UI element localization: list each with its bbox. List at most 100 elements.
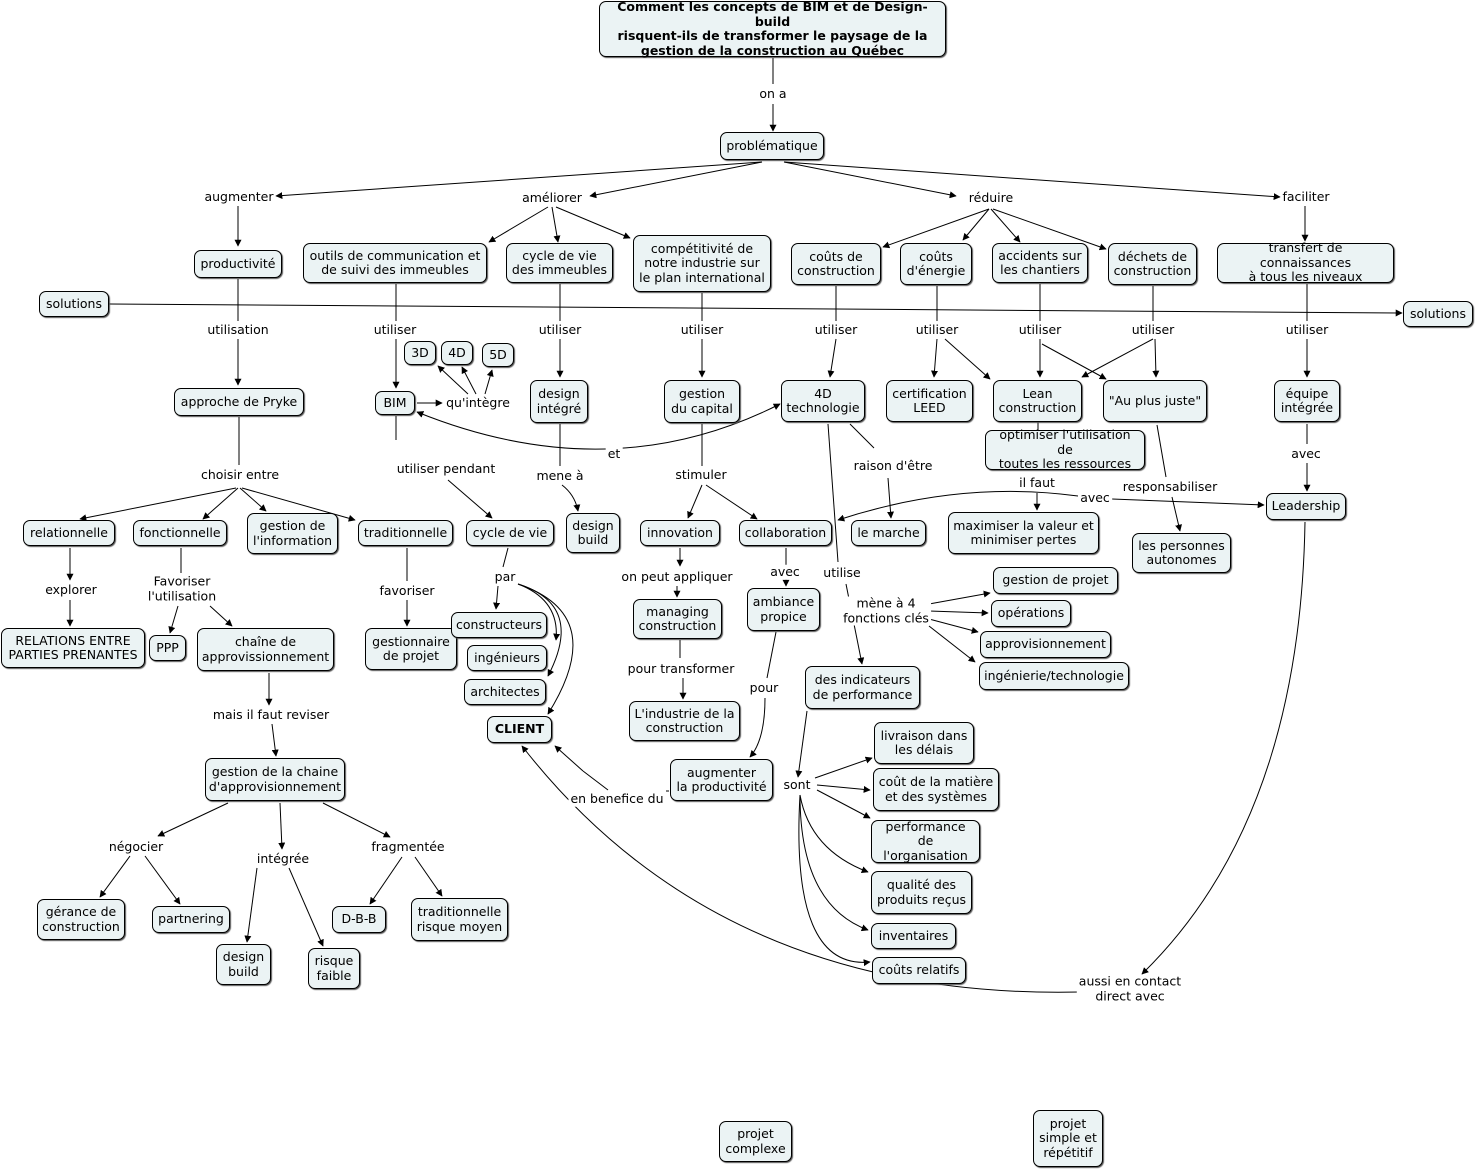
architectes-node[interactable]: architectes bbox=[464, 679, 546, 705]
connector-44 bbox=[202, 487, 239, 520]
risque-faible-node[interactable]: risque faible bbox=[308, 948, 360, 989]
leed-node[interactable]: certification LEED bbox=[886, 380, 973, 422]
augmenter-productivite-node[interactable]: augmenter la productivité bbox=[670, 759, 773, 801]
connector-40 bbox=[484, 369, 494, 395]
connector-13 bbox=[992, 208, 1107, 251]
label-et: et bbox=[605, 445, 623, 462]
connector-63 bbox=[1171, 496, 1182, 532]
chaine-node[interactable]: chaîne de approvissionnement bbox=[197, 628, 334, 671]
connector-100 bbox=[928, 609, 989, 617]
design-build-1-node[interactable]: design build bbox=[566, 513, 620, 553]
connector-34 bbox=[1152, 338, 1160, 378]
connector-48 bbox=[447, 479, 493, 519]
productivite-node[interactable]: productivité bbox=[194, 250, 282, 278]
operations-node[interactable]: opérations bbox=[991, 600, 1071, 627]
fonctionnelle-node[interactable]: fonctionnelle bbox=[133, 520, 227, 546]
design-build-2-node[interactable]: design build bbox=[216, 944, 271, 985]
label-utiliser-cycle: utiliser bbox=[536, 321, 584, 338]
relationnelle-node[interactable]: relationnelle bbox=[23, 520, 115, 546]
collaboration-node[interactable]: collaboration bbox=[739, 520, 832, 546]
client-node[interactable]: CLIENT bbox=[487, 716, 552, 743]
problematique-node[interactable]: problématique bbox=[720, 132, 824, 160]
solutions-left-node[interactable]: solutions bbox=[39, 291, 109, 317]
autonomes-node[interactable]: les personnes autonomes bbox=[1132, 533, 1231, 573]
approvisionnement-node[interactable]: approvisionnement bbox=[980, 631, 1111, 658]
label-avec-leadership: avec bbox=[1078, 489, 1112, 506]
cycle-immeubles-node[interactable]: cycle de vie des immeubles bbox=[506, 243, 613, 283]
ingenieurs-node[interactable]: ingénieurs bbox=[467, 645, 547, 671]
connector-96 bbox=[288, 867, 324, 947]
connector-103 bbox=[795, 710, 808, 778]
gestion-chaine-node[interactable]: gestion de la chaine d'approvisionnement bbox=[205, 758, 345, 801]
couts-relatifs-node[interactable]: coûts relatifs bbox=[872, 957, 966, 984]
design-integre-node[interactable]: design intégré bbox=[530, 380, 588, 423]
3d-node[interactable]: 3D bbox=[404, 341, 436, 365]
label-il-faut: il faut bbox=[1017, 474, 1057, 491]
connector-73 bbox=[502, 547, 509, 568]
pryke-node[interactable]: approche de Pryke bbox=[174, 388, 304, 416]
outils-node[interactable]: outils de communication et de suivi des … bbox=[303, 243, 487, 283]
connector-90 bbox=[157, 802, 229, 837]
connector-92 bbox=[322, 802, 391, 838]
gestion-capital-node[interactable]: gestion du capital bbox=[664, 380, 740, 423]
innovation-node[interactable]: innovation bbox=[640, 520, 720, 546]
4d-technologie-node[interactable]: 4D technologie bbox=[781, 380, 865, 422]
projet-complexe-node[interactable]: projet complexe bbox=[719, 1121, 792, 1162]
dbb-node[interactable]: D-B-B bbox=[332, 906, 386, 933]
gerance-node[interactable]: gérance de construction bbox=[37, 899, 125, 940]
livraison-node[interactable]: livraison dans les délais bbox=[874, 722, 974, 764]
inventaires-node[interactable]: inventaires bbox=[871, 923, 956, 949]
traditionnelle-node[interactable]: traditionnelle bbox=[358, 520, 453, 546]
dechets-node[interactable]: déchets de construction bbox=[1108, 243, 1197, 285]
cycle-vie-node[interactable]: cycle de vie bbox=[466, 520, 554, 546]
label-avec-equipe: avec bbox=[1289, 445, 1323, 462]
le-marche-node[interactable]: le marche bbox=[851, 520, 926, 546]
cout-matiere-node[interactable]: coût de la matière et des systèmes bbox=[873, 768, 999, 811]
connector-2 bbox=[275, 161, 763, 200]
performance-organisation-node[interactable]: performance de l'organisation bbox=[871, 819, 980, 863]
couts-construction-node[interactable]: coûts de construction bbox=[791, 243, 881, 285]
ingenierie-node[interactable]: ingénierie/technologie bbox=[979, 662, 1129, 690]
optimiser-node[interactable]: optimiser l'utilisation de toutes les re… bbox=[985, 428, 1145, 471]
connector-93 bbox=[99, 855, 131, 898]
gestion-information-node[interactable]: gestion de l'information bbox=[247, 513, 338, 554]
accidents-node[interactable]: accidents sur les chantiers bbox=[992, 243, 1088, 283]
constructeurs-node[interactable]: constructeurs bbox=[451, 612, 547, 638]
traditionnelle-risque-node[interactable]: traditionnelle risque moyen bbox=[411, 898, 508, 941]
industrie-node[interactable]: L'industrie de la construction bbox=[629, 701, 740, 741]
connector-75 bbox=[517, 583, 561, 641]
connector-101 bbox=[928, 618, 979, 634]
connector-89 bbox=[271, 723, 279, 757]
qualite-node[interactable]: qualité des produits reçus bbox=[871, 871, 972, 914]
partnering-node[interactable]: partnering bbox=[152, 906, 230, 933]
indicateurs-node[interactable]: des indicateurs de performance bbox=[805, 666, 920, 709]
solutions-right-node[interactable]: solutions bbox=[1403, 301, 1473, 327]
lean-node[interactable]: Lean construction bbox=[993, 380, 1082, 422]
leadership-node[interactable]: Leadership bbox=[1266, 493, 1346, 520]
couts-energie-node[interactable]: coûts d'énergie bbox=[900, 243, 972, 285]
gestion-projet-node[interactable]: gestion de projet bbox=[993, 567, 1118, 594]
maximiser-node[interactable]: maximiser la valeur et minimiser pertes bbox=[948, 512, 1099, 554]
bim-node[interactable]: BIM bbox=[375, 391, 415, 415]
au-plus-juste-node[interactable]: "Au plus juste" bbox=[1103, 380, 1207, 422]
label-augmenter: augmenter bbox=[202, 188, 276, 205]
projet-simple-node[interactable]: projet simple et répétitif bbox=[1033, 1110, 1103, 1167]
root-question-node[interactable]: Comment les concepts de BIM et de Design… bbox=[599, 0, 946, 57]
ambiance-node[interactable]: ambiance propice bbox=[747, 588, 820, 631]
5d-node[interactable]: 5D bbox=[482, 343, 514, 367]
gestionnaire-projet-node[interactable]: gestionnaire de projet bbox=[365, 628, 457, 670]
managing-construction-node[interactable]: managing construction bbox=[633, 599, 722, 639]
4d-node[interactable]: 4D bbox=[441, 341, 473, 365]
equipe-integree-node[interactable]: équipe intégrée bbox=[1274, 380, 1340, 422]
label-utiliser-competitivite: utiliser bbox=[678, 321, 726, 338]
competitivite-node[interactable]: compétitivité de notre industrie sur le … bbox=[633, 235, 771, 292]
relations-node[interactable]: RELATIONS ENTRE PARTIES PRENANTES bbox=[1, 628, 145, 668]
label-mais-reviser: mais il faut reviser bbox=[210, 706, 332, 723]
transfert-node[interactable]: transfert de connaissances à tous les ni… bbox=[1217, 241, 1394, 284]
label-favoriser: favoriser bbox=[377, 582, 437, 599]
connector-55 bbox=[887, 477, 895, 519]
connector-7 bbox=[488, 206, 549, 243]
label-ameliorer: améliorer bbox=[520, 189, 584, 206]
ppp-node[interactable]: PPP bbox=[149, 635, 186, 661]
label-pour-transformer: pour transformer bbox=[625, 660, 737, 677]
